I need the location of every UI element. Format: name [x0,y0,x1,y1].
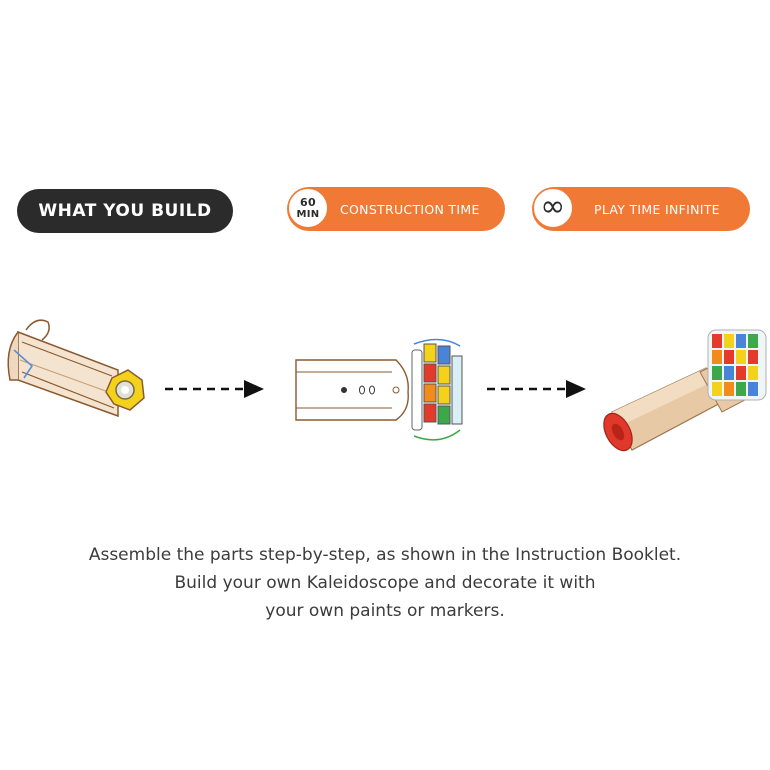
step1-yellow-hex-end [105,369,145,411]
step3-finished-kaleidoscope [603,329,767,452]
instructions-line-2: Build your own Kaleidoscope and decorate… [174,573,596,593]
instructions-line-3: your own paints or markers. [265,601,505,621]
play-circle: ∞ [533,188,573,228]
what-you-build-badge: WHAT YOU BUILD [17,189,233,233]
what-you-build-label: WHAT YOU BUILD [38,201,212,221]
infinity-icon: ∞ [540,188,566,224]
arrow-right-icon [487,380,586,398]
play-time-label: PLAY TIME INFINITE [594,201,720,217]
play-time-pill: ∞ PLAY TIME INFINITE [532,187,750,231]
arrow-right-icon [165,380,264,398]
step2-tube-with-ring [295,338,463,441]
step1-tube-frame [7,319,119,418]
construction-minutes: 60 [300,195,316,209]
construction-time-pill: 60 MIN CONSTRUCTION TIME [287,187,505,231]
instructions-line-1: Assemble the parts step-by-step, as show… [88,545,682,565]
time-circle: 60 MIN [288,188,328,228]
instructions-text: Assemble the parts step-by-step, as show… [0,541,770,625]
construction-unit: MIN [296,208,320,220]
construction-time-label: CONSTRUCTION TIME [340,201,480,217]
